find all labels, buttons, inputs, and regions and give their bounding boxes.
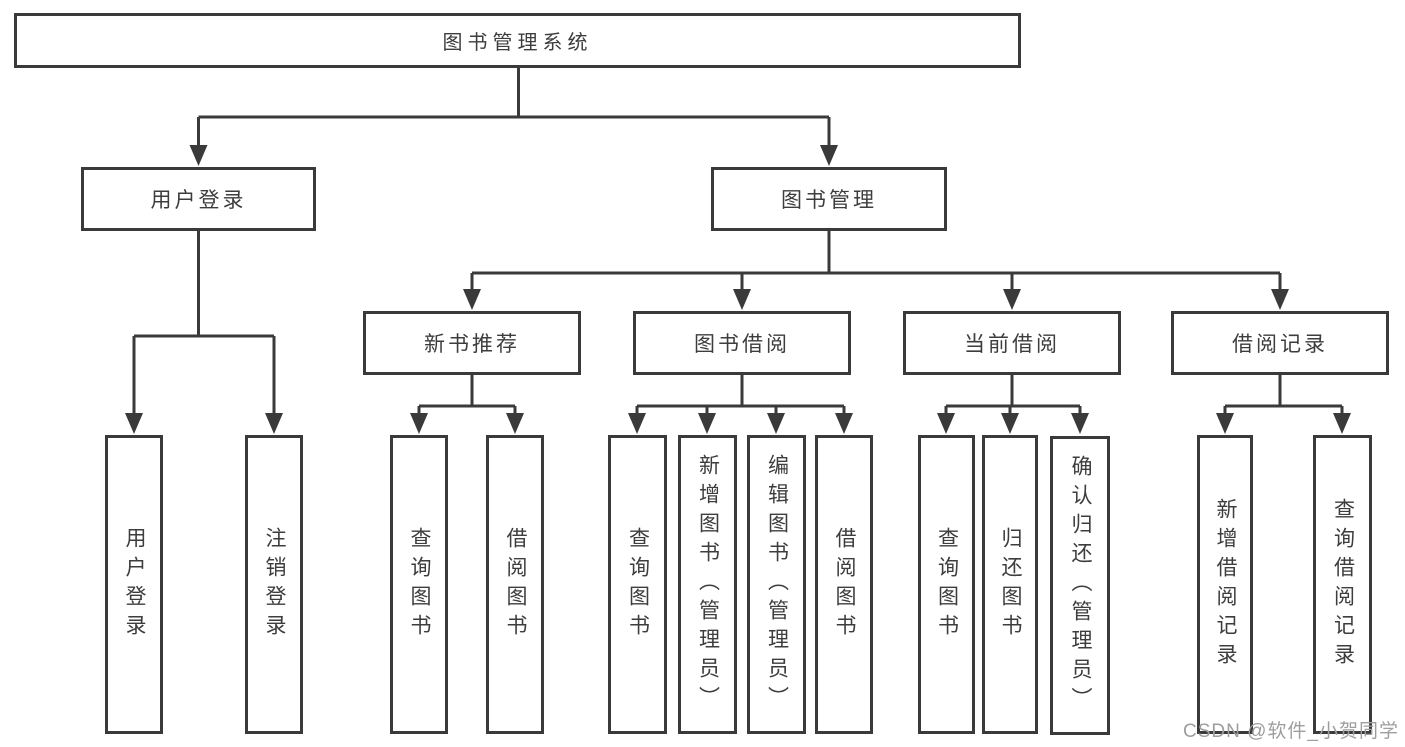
node-root: 图书管理系统	[14, 13, 1021, 68]
arrowhead-icon	[1271, 289, 1289, 310]
connector-book-mgmt	[463, 231, 1289, 310]
arrowhead-icon	[125, 413, 143, 434]
node-user-login: 用户登录	[81, 167, 316, 231]
arrowhead-icon	[937, 413, 955, 434]
arrowhead-icon	[410, 413, 428, 434]
arrowhead-icon	[1071, 413, 1089, 434]
arrowhead-icon	[820, 145, 838, 166]
connector-root-to-level2	[189, 68, 838, 166]
node-current-borrow: 当前借阅	[903, 311, 1121, 375]
connector-path	[470, 231, 1282, 292]
connector-book-borrow	[628, 375, 853, 434]
leaf-add-borrow-record: 新增借阅记录	[1197, 435, 1253, 734]
leaf-query-books-2: 查询图书	[608, 435, 667, 734]
arrowhead-icon	[698, 413, 716, 434]
node-book-borrow: 图书借阅	[633, 311, 851, 375]
leaf-return-books: 归还图书	[982, 435, 1038, 734]
connector-path	[417, 375, 517, 416]
arrowhead-icon	[189, 145, 208, 166]
arrowhead-icon	[1001, 413, 1019, 434]
connector-new-books	[410, 375, 524, 434]
leaf-confirm-return-admin: 确认归还（管理员）	[1050, 436, 1110, 735]
arrowhead-icon	[1216, 413, 1234, 434]
arrowhead-icon	[1003, 289, 1021, 310]
arrowhead-icon	[628, 413, 646, 434]
arrowhead-icon	[265, 413, 283, 434]
leaf-query-borrow-record: 查询借阅记录	[1313, 435, 1372, 734]
leaf-borrow-books-1: 借阅图书	[486, 435, 544, 734]
connector-current-borrow	[937, 375, 1089, 434]
arrowhead-icon	[835, 413, 853, 434]
leaf-add-books-admin: 新增图书（管理员）	[678, 435, 737, 734]
leaf-edit-books-admin: 编辑图书（管理员）	[747, 435, 806, 734]
connector-path	[944, 375, 1082, 416]
watermark: CSDN @软件_小贺同学	[1183, 721, 1399, 742]
arrowhead-icon	[733, 289, 751, 310]
connector-path	[132, 231, 276, 416]
leaf-borrow-books-2: 借阅图书	[815, 435, 873, 734]
leaf-user-login: 用户登录	[105, 435, 163, 734]
node-new-books: 新书推荐	[363, 311, 581, 375]
leaf-logout: 注销登录	[245, 435, 303, 734]
connector-path	[635, 375, 846, 416]
arrowhead-icon	[463, 289, 481, 310]
arrowhead-icon	[506, 413, 524, 434]
arrowhead-icon	[767, 413, 785, 434]
node-borrow-records: 借阅记录	[1171, 311, 1389, 375]
arrowhead-icon	[1333, 413, 1351, 434]
connector-user-login	[125, 231, 283, 434]
connector-path	[1223, 375, 1344, 416]
connector-borrow-records	[1216, 375, 1351, 434]
leaf-query-books-1: 查询图书	[390, 435, 448, 734]
leaf-query-books-3: 查询图书	[918, 435, 975, 734]
node-book-mgmt: 图书管理	[711, 167, 947, 231]
connector-path	[197, 68, 831, 148]
